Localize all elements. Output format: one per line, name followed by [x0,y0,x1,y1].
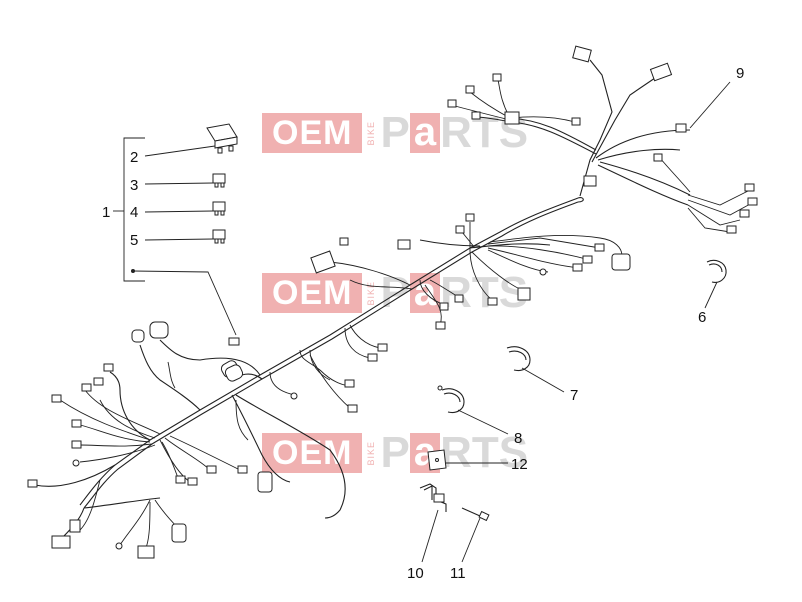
fuse-small-3 [144,229,226,244]
callout-10: 10 [407,565,424,582]
fuse-small-2 [144,201,226,216]
fuse-small-1 [144,173,226,188]
callout-9: 9 [736,65,744,82]
watermark-oem: OEM [262,273,363,313]
watermark-p: P [380,268,410,317]
harness-branch-upper-right [454,59,753,233]
watermark-rts: RTS [440,268,529,317]
callout-11: 11 [450,565,466,582]
callout-8: 8 [514,430,522,447]
screw-11 [461,507,490,563]
harness-branch-lower-middle [231,324,381,519]
callout-12: 12 [511,456,528,473]
fuse-large [144,123,238,157]
clip-6 [704,259,727,309]
clip-7 [506,346,565,393]
watermark-oem: OEM [262,433,363,473]
connectors-left [27,321,248,559]
connectors-middle [310,213,631,330]
callout-2: 2 [130,149,138,166]
main-harness-trunk [79,197,584,509]
clip-8 [437,385,509,435]
bracket-10 [419,483,447,563]
connectors-upper-right [447,45,758,234]
callout-6: 6 [698,309,706,326]
callout-3: 3 [130,177,138,194]
watermark-p: P [380,108,410,157]
watermark-logo-top: OEM BIKE P a RTS [262,108,528,157]
watermark-a: a [409,112,441,153]
leader-9 [689,81,731,129]
callout-7: 7 [570,387,578,404]
watermark-p: P [380,428,410,477]
fuse-holder-leader [131,269,237,336]
callout-5: 5 [130,232,138,249]
fuse-group-bracket [113,137,145,282]
bracket-12 [427,449,508,471]
callout-4: 4 [130,204,138,221]
callout-1: 1 [102,204,110,221]
watermark-oem: OEM [262,113,363,153]
watermark-rts: RTS [440,428,529,477]
harness-branch-middle [329,222,623,326]
